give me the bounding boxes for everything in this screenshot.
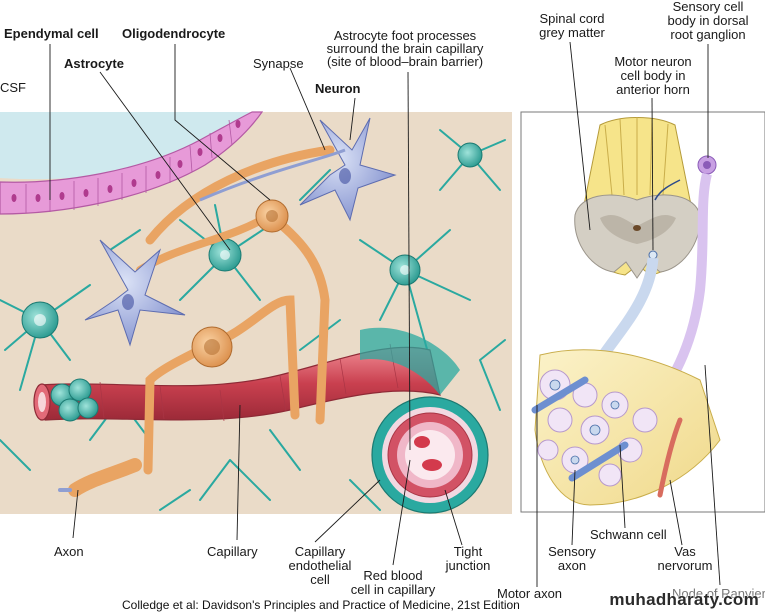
label-oligodendrocyte: Oligodendrocyte <box>122 26 225 41</box>
label-spinal-cord-line-1: Spinal cord <box>539 11 604 26</box>
label-motor-axon: Motor axon <box>497 586 562 601</box>
label-node-of-ranvier: Node of Ranvier <box>672 586 765 601</box>
astrocyte-foot-on-capillary <box>360 327 460 395</box>
source-caption: Colledge et al: Davidson's Principles an… <box>122 598 520 612</box>
label-sensory-cell-line-1: Sensory cell <box>673 0 744 14</box>
label-sensory-axon-line-1: Sensory <box>548 544 596 559</box>
ependymal-cells <box>11 120 241 202</box>
label-synapse: Synapse <box>253 56 304 71</box>
ependymal-lining <box>0 111 264 215</box>
label-schwann-cell: Schwann cell <box>590 527 667 542</box>
label-astrocyte-foot-line-3: (site of blood–brain barrier) <box>327 54 483 69</box>
red-blood-cell <box>414 436 430 448</box>
label-astrocyte-foot-line-1: Astrocyte foot processes <box>334 28 477 43</box>
motor-neuron-dendrite <box>654 179 681 201</box>
label-tight-junction-line-1: Tight <box>454 544 483 559</box>
label-motor-neuron-line-1: Motor neuron <box>614 54 691 69</box>
label-vas-nervorum-line-1: Vas <box>674 544 696 559</box>
astrocyte-foot-cluster <box>50 378 99 422</box>
label-capillary-endothelial-line-3: cell <box>310 572 330 587</box>
label-capillary-endothelial-line-1: Capillary <box>295 544 346 559</box>
capillary-cross-section <box>371 396 489 514</box>
label-red-blood-cell-line-1: Red blood <box>363 568 422 583</box>
label-red-blood-cell-line-2: cell in capillary <box>351 582 436 597</box>
ependymal-cell-borders <box>25 119 233 213</box>
label-motor-neuron-line-3: anterior horn <box>616 82 690 97</box>
label-astrocyte: Astrocyte <box>64 56 124 71</box>
label-tight-junction-line-2: junction <box>445 558 491 573</box>
label-sensory-cell-line-2: body in dorsal <box>668 13 749 28</box>
exposed-sensory-axon <box>568 441 629 482</box>
capillary-lumen <box>38 392 46 412</box>
label-capillary: Capillary <box>207 544 258 559</box>
neuron-axon-to-synapse <box>199 148 346 202</box>
cns-tissue-panel <box>0 111 512 514</box>
label-sensory-cell-line-3: root ganglion <box>670 27 745 42</box>
dorsal-root-fibres <box>604 117 669 196</box>
label-neuron: Neuron <box>315 81 361 96</box>
label-capillary-endothelial-line-2: endothelial <box>289 558 352 573</box>
label-sensory-axon-line-2: axon <box>558 558 586 573</box>
label-ependymal-cell: Ependymal cell <box>4 26 99 41</box>
labels: Ependymal cell Oligodendrocyte Astrocyte… <box>0 0 765 601</box>
label-astrocyte-foot-line-2: surround the brain capillary <box>327 41 484 56</box>
site-watermark: muhadharaty.com <box>609 590 759 609</box>
label-leader-lines <box>49 41 721 587</box>
label-axon: Axon <box>54 544 84 559</box>
central-canal <box>633 225 641 231</box>
label-motor-neuron-line-2: cell body in <box>620 68 685 83</box>
label-vas-nervorum-line-2: nervorum <box>658 558 713 573</box>
csf-space <box>0 112 250 180</box>
astrocyte-nuclei <box>34 250 410 326</box>
motor-neuron-cell-body <box>648 250 658 260</box>
exposed-motor-axon <box>531 376 589 414</box>
vas-nervorum-vessel <box>657 417 683 498</box>
red-blood-cell-2 <box>422 459 442 471</box>
spinal-cord-panel <box>520 111 765 513</box>
label-spinal-cord-line-2: grey matter <box>539 25 605 40</box>
label-csf: CSF <box>0 80 26 95</box>
